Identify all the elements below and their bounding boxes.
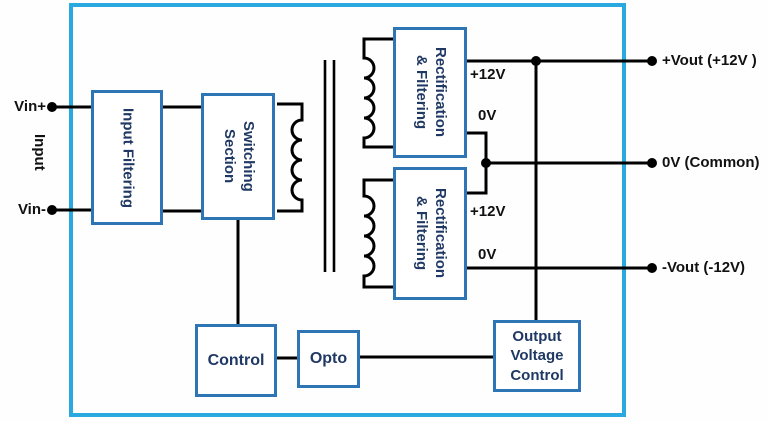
switching-section-block: Switching Section: [201, 93, 275, 220]
switching-section-label: Switching Section: [219, 121, 257, 192]
common-output-label: 0V (Common): [662, 154, 760, 171]
input-filtering-block: Input Filtering: [91, 90, 163, 225]
transformer-primary-coil: [277, 102, 304, 213]
ovc-line1: Output: [512, 327, 562, 345]
switching-line2: Section: [221, 129, 238, 184]
ovc-line2: Voltage: [510, 347, 564, 365]
ovc-label: Output Voltage Control: [510, 327, 563, 386]
common-terminal-dot: [647, 158, 657, 168]
top-plus12-label: +12V: [470, 66, 506, 83]
vout-plus-label: +Vout (+12V ): [662, 52, 757, 69]
opto-label: Opto: [309, 350, 348, 367]
input-filtering-label: Input Filtering: [119, 107, 137, 208]
top-zero-label: 0V: [478, 107, 497, 124]
wire-top-zero-jog: [467, 131, 488, 163]
vin-plus-label: Vin+: [14, 98, 46, 115]
rect-top-line2: & Filtering: [413, 55, 430, 130]
vin-minus-label: Vin-: [17, 201, 46, 218]
transformer-secondary-top-coil: [362, 37, 394, 149]
bottom-zero-label: 0V: [478, 246, 497, 263]
output-voltage-control-block: Output Voltage Control: [493, 320, 581, 392]
input-group-label: Input: [31, 134, 48, 171]
rectification-top-block: Rectification & Filtering: [393, 27, 467, 158]
rectification-bottom-block: Rectification & Filtering: [393, 167, 467, 300]
plus-rail-junction-dot: [531, 56, 541, 66]
vin-plus-terminal-dot: [47, 102, 57, 112]
rect-bottom-line1: Rectification: [431, 188, 449, 279]
common-junction-dot: [481, 158, 491, 168]
control-block: Control: [195, 324, 277, 397]
control-label: Control: [207, 351, 265, 369]
vout-plus-terminal-dot: [647, 56, 657, 66]
vout-minus-terminal-dot: [647, 263, 657, 273]
wire-bottom-plus-jog: [467, 162, 488, 195]
vin-minus-terminal-dot: [47, 205, 57, 215]
switching-line1: Switching: [239, 121, 257, 192]
ovc-line3: Control: [510, 366, 564, 384]
rectification-top-label: Rectification & Filtering: [411, 47, 449, 137]
rect-bottom-line2: & Filtering: [413, 196, 430, 271]
transformer-core: [323, 60, 336, 272]
rect-top-line1: Rectification: [431, 47, 449, 138]
bottom-plus12-label: +12V: [470, 203, 506, 220]
rectification-bottom-label: Rectification & Filtering: [411, 188, 449, 278]
opto-block: Opto: [297, 330, 360, 388]
vout-minus-label: -Vout (-12V): [662, 259, 746, 276]
transformer-secondary-bottom-coil: [362, 178, 394, 289]
